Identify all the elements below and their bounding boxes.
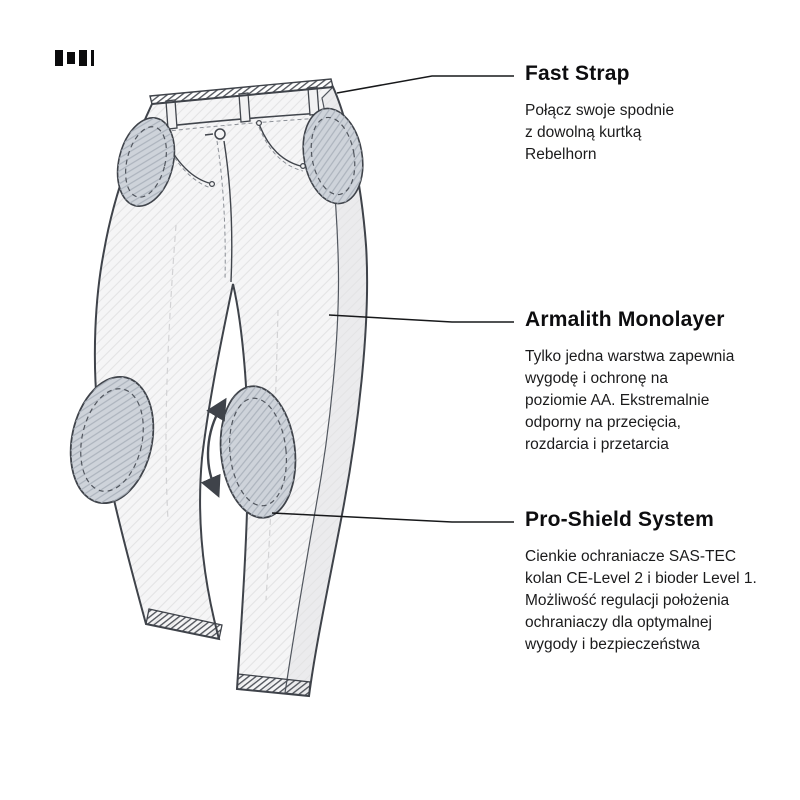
feature-description: Połącz swoje spodnie z dowolną kurtką Re…: [525, 102, 675, 163]
feature-description: Tylko jedna warstwa zapewnia wygodę i oc…: [525, 348, 735, 453]
callout-line-armalith: [328, 314, 514, 323]
callout-line-pro-shield: [271, 512, 514, 523]
logo-bar: [55, 50, 63, 66]
jeans-body: [93, 78, 369, 698]
rebelhorn-logo-icon: [55, 50, 94, 66]
adjustment-arrow: [200, 397, 227, 498]
logo-bar: [79, 50, 87, 66]
feature-pro-shield-system: Pro-Shield System Cienkie ochraniacze SA…: [525, 507, 780, 656]
logo-bar: [67, 52, 75, 64]
feature-title: Armalith Monolayer: [525, 308, 725, 331]
button-fly: [204, 128, 233, 283]
logo-bar: [91, 50, 94, 66]
callout-line-fast-strap: [336, 75, 514, 94]
hip-protector-left: [116, 117, 176, 207]
waist-button: [214, 128, 226, 140]
feature-description: Cienkie ochraniacze SAS-TEC kolan CE-Lev…: [525, 548, 757, 653]
feature-fast-strap: Fast Strap Połącz swoje spodnie z dowoln…: [525, 61, 780, 166]
knee-protector-right: [219, 385, 297, 519]
feature-title: Pro-Shield System: [525, 508, 714, 531]
hip-protector-right: [302, 107, 364, 205]
crease-line: [265, 309, 279, 601]
knee-protector-left: [69, 375, 155, 505]
feature-armalith-monolayer: Armalith Monolayer Tylko jedna warstwa z…: [525, 307, 780, 456]
feature-title: Fast Strap: [525, 62, 630, 85]
